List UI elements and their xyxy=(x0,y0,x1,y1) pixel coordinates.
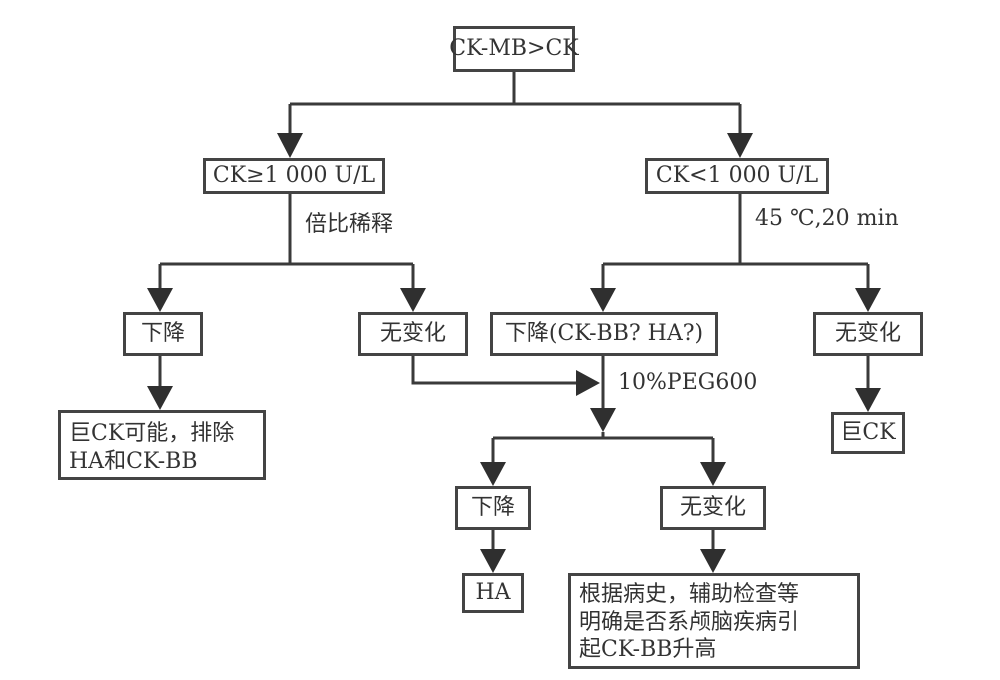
node-ck-mb-gt-ck: CK-MB>CK xyxy=(449,26,579,72)
node-peg-no-change: 无变化 xyxy=(660,486,766,530)
node-left-no-change: 无变化 xyxy=(358,312,468,356)
final-note-line-2: 明确是否系颅脑疾病引 xyxy=(579,609,800,635)
node-macro-ck: 巨CK xyxy=(831,412,905,454)
label-peg: 10%PEG600 xyxy=(618,370,758,395)
final-note-line-3: 起CK-BB升高 xyxy=(579,637,717,662)
node-peg-decrease: 下降 xyxy=(455,486,531,530)
node-left-decrease: 下降 xyxy=(123,312,203,356)
node-final-note: 根据病史，辅助检查等 明确是否系颅脑疾病引 起CK-BB升高 xyxy=(568,573,860,669)
label-heating: 45 ℃,20 min xyxy=(755,206,899,231)
label-dilution: 倍比稀释 xyxy=(305,212,394,237)
node-ha: HA xyxy=(462,573,524,613)
node-macro-ck-possible: 巨CK可能，排除 HA和CK-BB xyxy=(58,410,266,480)
node-right-decrease: 下降(CK-BB? HA?) xyxy=(490,312,718,356)
node-ck-low: CK<1 000 U/L xyxy=(645,158,829,194)
node-ck-high: CK≥1 000 U/L xyxy=(203,158,385,194)
node-right-no-change: 无变化 xyxy=(813,312,923,356)
macro-ck-possible-line-2: HA和CK-BB xyxy=(69,448,198,474)
macro-ck-possible-line-1: 巨CK可能，排除 xyxy=(69,421,235,446)
final-note-line-1: 根据病史，辅助检查等 xyxy=(579,582,800,607)
